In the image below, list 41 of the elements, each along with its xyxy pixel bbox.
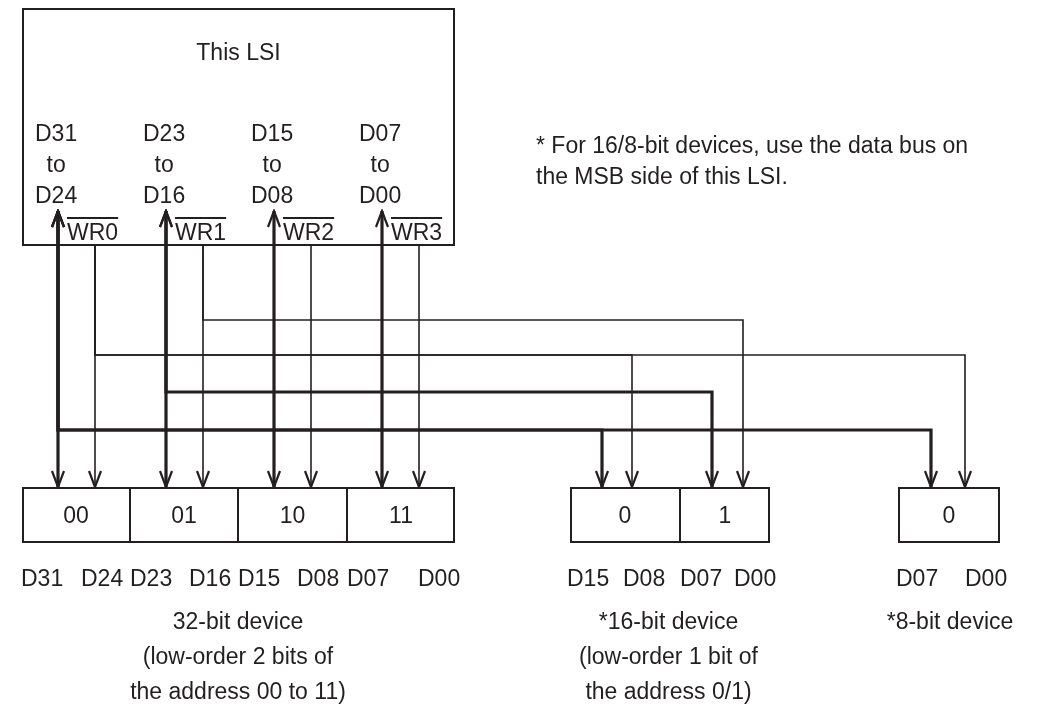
pin-label: WR2 [281,219,337,246]
byte-cell: 10 [238,487,347,543]
chip-box [22,8,455,246]
pin-label: D23 to D16 [143,118,186,211]
pin-label: WR1 [173,219,229,246]
pin-label: D24 [81,565,124,592]
signal-arrow [94,245,973,489]
signal-arrow [411,245,427,489]
pin-label: D31 to D24 [35,118,78,211]
pin-label: D15 to D08 [251,118,294,211]
pin-label: D23 [130,565,173,592]
pin-label: D16 [189,565,232,592]
device-caption: *8-bit device [885,607,1015,636]
pin-label: D00 [965,565,1008,592]
pin-label: WR0 [65,219,121,246]
bus-arrow [374,209,390,489]
pin-label: D07 to D00 [359,118,402,211]
pin-label: D08 [623,565,666,592]
pin-label: D15 [567,565,610,592]
pin-label: D31 [21,565,64,592]
bus-arrow [266,209,282,489]
pin-label: D00 [734,565,777,592]
pin-label: D07 [896,565,939,592]
pin-label: D07 [680,565,723,592]
pin-label: D00 [418,565,461,592]
pin-label: D15 [238,565,281,592]
byte-cell: 01 [130,487,238,543]
pin-label: D08 [297,565,340,592]
device-box [22,487,455,543]
signal-arrow [202,245,751,489]
device-box [570,487,770,543]
signal-arrow [303,245,319,489]
footnote: * For 16/8-bit devices, use the data bus on the MSB side of this LSI. [536,131,970,191]
chip-title: This LSI [196,38,281,66]
device-caption: 32-bit device (low-order 2 bits of the address 00 to 11) [129,607,347,705]
pin-label: D07 [347,565,390,592]
byte-cell: 0 [898,487,1000,543]
pin-label: WR3 [389,219,445,246]
device-caption: *16-bit device (low-order 1 bit of the address 0/1) [578,607,759,705]
bus-arrow [50,209,939,489]
bus-arrow [158,209,720,489]
